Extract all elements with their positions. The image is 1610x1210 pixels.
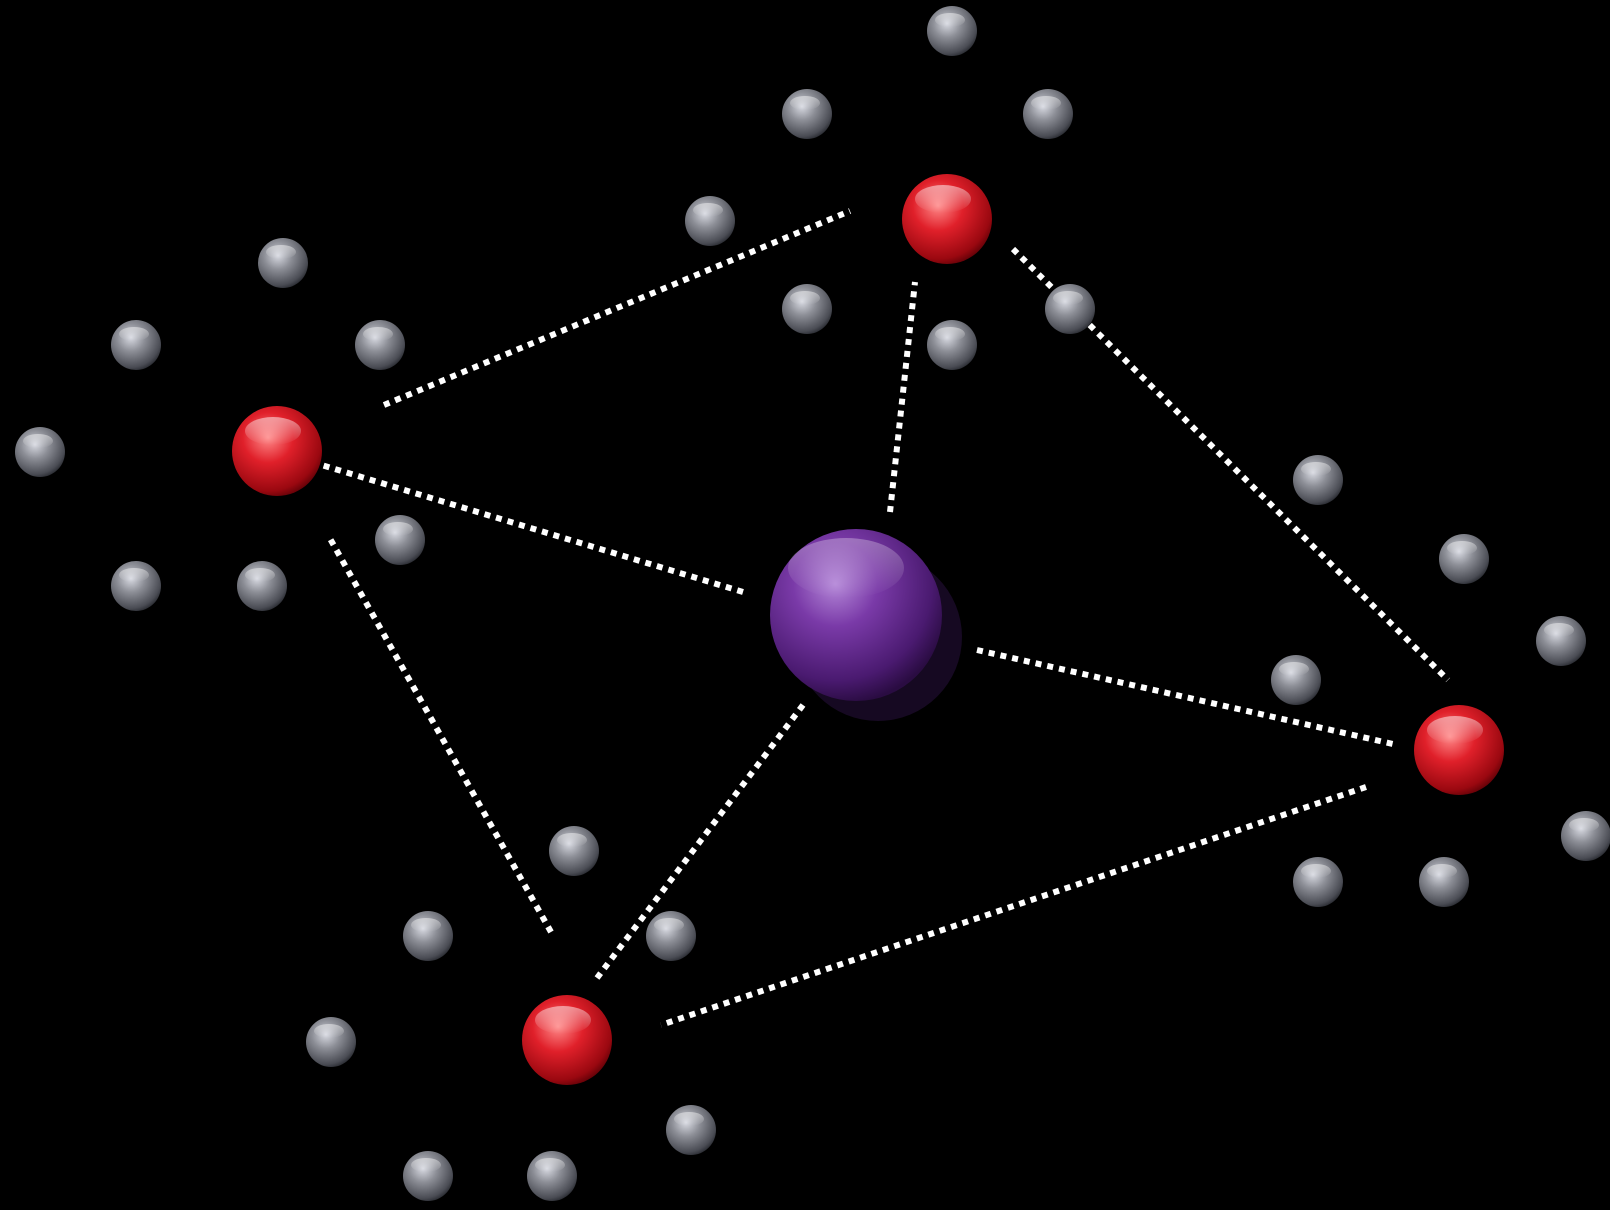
small-atom-highlight: [411, 1158, 441, 1172]
small-atom-highlight: [1031, 96, 1061, 110]
small-atom: [1293, 857, 1343, 907]
red-atom-highlight: [915, 185, 971, 213]
red-atom: [232, 406, 322, 496]
red-atom-highlight: [245, 417, 301, 445]
small-atom: [1023, 89, 1073, 139]
small-atom: [237, 561, 287, 611]
small-atom: [1271, 655, 1321, 705]
small-atom: [927, 320, 977, 370]
small-atom-highlight: [23, 434, 53, 448]
small-atom: [1439, 534, 1489, 584]
small-atom: [15, 427, 65, 477]
small-atom: [1561, 811, 1610, 861]
small-atom-highlight: [1301, 462, 1331, 476]
small-atom-highlight: [245, 568, 275, 582]
red-atom: [1414, 705, 1504, 795]
small-atom-highlight: [654, 918, 684, 932]
small-atom-highlight: [119, 568, 149, 582]
small-atom-highlight: [314, 1024, 344, 1038]
small-atom: [355, 320, 405, 370]
bond-right-bottom: [661, 787, 1366, 1025]
bond-center-right: [977, 650, 1393, 744]
red-atom: [522, 995, 612, 1085]
small-atom-highlight: [935, 327, 965, 341]
small-atom: [403, 1151, 453, 1201]
bond-left-top: [384, 211, 850, 405]
small-atom-highlight: [1053, 291, 1083, 305]
bond-center-top: [890, 282, 915, 512]
small-atom-highlight: [1544, 623, 1574, 637]
small-atom: [1419, 857, 1469, 907]
small-atom-highlight: [1447, 541, 1477, 555]
center-atom: [770, 529, 962, 721]
small-atom: [375, 515, 425, 565]
small-atom-highlight: [674, 1112, 704, 1126]
red-atom-highlight: [1427, 716, 1483, 744]
small-atom: [403, 911, 453, 961]
small-atom: [666, 1105, 716, 1155]
small-atom-highlight: [363, 327, 393, 341]
small-atom: [111, 320, 161, 370]
small-atom: [1536, 616, 1586, 666]
small-atom-highlight: [1301, 864, 1331, 878]
small-atom: [782, 284, 832, 334]
small-atom: [258, 238, 308, 288]
small-atom-highlight: [1569, 818, 1599, 832]
small-atom: [306, 1017, 356, 1067]
small-atom-highlight: [383, 522, 413, 536]
small-atom-highlight: [411, 918, 441, 932]
small-atom: [549, 826, 599, 876]
small-atom-highlight: [535, 1158, 565, 1172]
small-atom-highlight: [119, 327, 149, 341]
small-atom-highlight: [1427, 864, 1457, 878]
small-atom: [527, 1151, 577, 1201]
center-atom-highlight: [788, 538, 904, 598]
small-atom: [1045, 284, 1095, 334]
small-atom-highlight: [266, 245, 296, 259]
small-atom-highlight: [790, 96, 820, 110]
red-atom-highlight: [535, 1006, 591, 1034]
small-atom-highlight: [935, 13, 965, 27]
red-atom: [902, 174, 992, 264]
bond-center-bottom: [597, 705, 803, 978]
small-atom: [646, 911, 696, 961]
small-atom-highlight: [557, 833, 587, 847]
bond-center-left: [305, 460, 743, 592]
small-atom-highlight: [1279, 662, 1309, 676]
small-atom: [685, 196, 735, 246]
small-atom: [111, 561, 161, 611]
bond-bottom-left: [328, 535, 551, 932]
small-atom-highlight: [790, 291, 820, 305]
small-atom-highlight: [693, 203, 723, 217]
small-atom: [1293, 455, 1343, 505]
small-atom: [782, 89, 832, 139]
small-atom: [927, 6, 977, 56]
